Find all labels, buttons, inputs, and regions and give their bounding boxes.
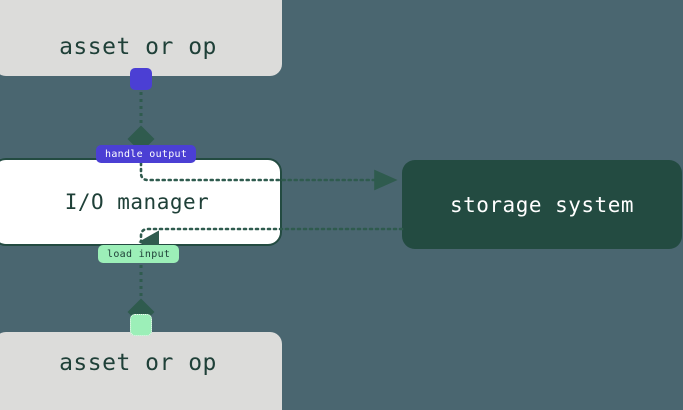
badge-load-input[interactable]: load input [98,245,180,263]
node-asset-or-op-top[interactable]: asset or op [0,0,282,76]
badge-label: load input [107,248,171,260]
node-storage-system[interactable]: storage system [402,160,682,249]
input-port-handle[interactable] [130,314,152,336]
node-label: asset or op [59,34,217,60]
node-io-manager[interactable]: I/O manager [0,158,282,246]
output-port-handle[interactable] [130,68,152,90]
node-label: asset or op [59,350,217,376]
node-asset-or-op-bottom[interactable]: asset or op [0,332,282,410]
badge-handle-output[interactable]: handle output [96,145,197,163]
badge-label: handle output [105,148,188,160]
node-label: storage system [449,192,634,217]
node-label: I/O manager [64,190,210,214]
